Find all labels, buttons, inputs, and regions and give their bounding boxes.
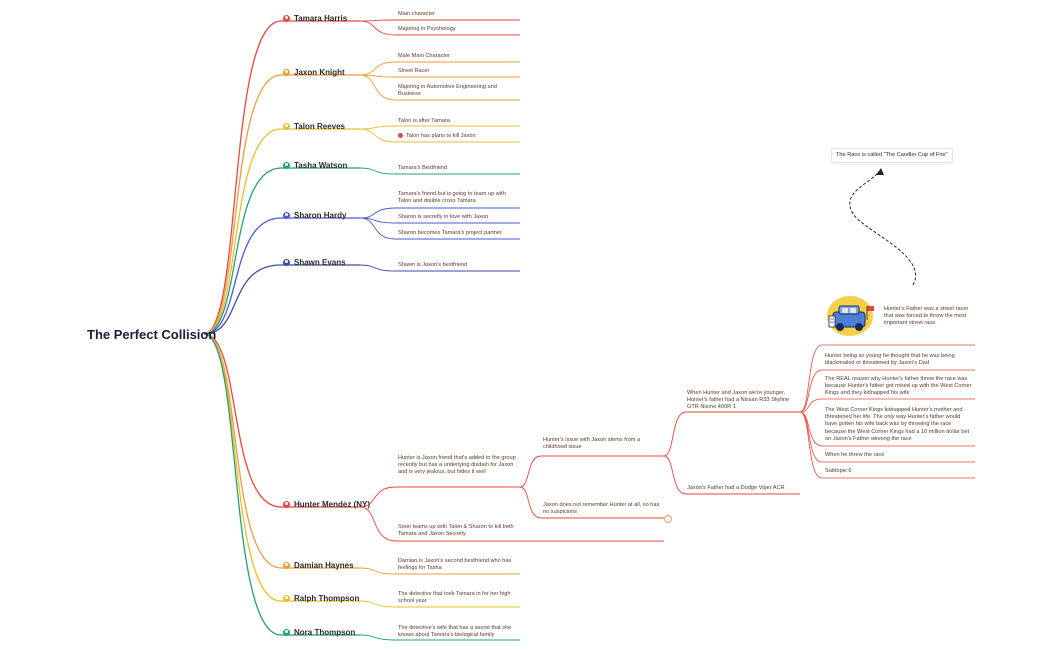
callout-text: The Race is called "The Candler Cup of F… <box>836 152 948 158</box>
subtopic-label: Talon has plans to kill Jaxon <box>406 133 476 139</box>
topic-label: Jaxon Knight <box>294 68 345 77</box>
topic-label: Talon Reeves <box>294 122 345 131</box>
subtopic[interactable]: Talon is after Tamara <box>398 118 450 124</box>
subtopic[interactable]: The West Corner Kings kidnapped Hunter's… <box>825 407 970 442</box>
person-icon <box>283 162 290 169</box>
subtopic[interactable]: Main character <box>398 11 435 17</box>
topic-label: Hunter Mendez (NY) <box>294 500 370 509</box>
topic-label: Nora Thompson <box>294 628 356 637</box>
person-icon <box>283 15 290 22</box>
warning-icon <box>398 133 403 139</box>
subtopic[interactable]: Male Main Character <box>398 53 450 59</box>
topic-label: Tamara Harris <box>294 14 348 23</box>
topic-sharon-hardy[interactable]: Sharon Hardy <box>283 211 346 220</box>
person-icon <box>283 123 290 130</box>
person-icon <box>283 501 290 508</box>
subtopic[interactable]: Sharon is secretly in love with Jaxon <box>398 214 489 220</box>
subtopic[interactable]: Jaxon's Father had a Dodge Viper ACR <box>687 485 785 491</box>
subtopic[interactable]: Hunter is Jaxon friend that's added to t… <box>398 455 516 476</box>
topic-label: Tasha Watson <box>294 161 348 170</box>
subtopic[interactable]: Talon has plans to kill Jaxon <box>398 133 518 140</box>
subtopic[interactable]: Hunter being so young he thought that he… <box>825 353 955 367</box>
topic-label: Ralph Thompson <box>294 594 360 603</box>
topic-ralph-thompson[interactable]: Ralph Thompson <box>283 594 359 603</box>
person-icon <box>283 562 290 569</box>
topic-label: Sharon Hardy <box>294 211 347 220</box>
subtopic[interactable]: Hunter's issue with Jaxon stems from a c… <box>543 437 641 451</box>
floating-topic[interactable]: Hunter's Father was a street racer that … <box>884 306 969 327</box>
topic-label: Damian Haynes <box>294 561 354 570</box>
person-icon <box>283 212 290 219</box>
person-icon <box>283 259 290 266</box>
subtopic[interactable]: The detective that took Tamara in for he… <box>398 591 511 605</box>
subtopic[interactable]: The REAL reason why Hunter's father thre… <box>825 376 972 397</box>
person-icon <box>283 595 290 602</box>
topic-tasha-watson[interactable]: Tasha Watson <box>283 161 347 170</box>
topic-tamara-harris[interactable]: Tamara Harris <box>283 14 347 23</box>
topic-nora-thompson[interactable]: Nora Thompson <box>283 628 355 637</box>
subtopic[interactable]: Tamara's Bestfriend <box>398 165 448 171</box>
subtopic[interactable]: Majoring in Psychology <box>398 26 456 32</box>
callout-note[interactable]: The Race is called "The Candler Cup of F… <box>831 148 953 164</box>
subtopic[interactable]: Sharon becomes Tamara's project partner <box>398 230 502 236</box>
topic-hunter-mendez[interactable]: Hunter Mendez (NY) <box>283 500 370 509</box>
collapse-toggle[interactable] <box>664 515 672 523</box>
subtopic[interactable]: Street Racer <box>398 68 430 74</box>
topic-talon-reeves[interactable]: Talon Reeves <box>283 122 345 131</box>
person-icon <box>283 629 290 636</box>
topic-jaxon-knight[interactable]: Jaxon Knight <box>283 68 345 77</box>
central-topic[interactable]: The Perfect Collision <box>87 327 217 342</box>
subtopic[interactable]: Jaxon does not remember Hunter at all, s… <box>543 502 660 516</box>
topic-label: Shawn Evans <box>294 258 346 267</box>
subtopic[interactable]: Soon teams up with Talon & Sharon to kil… <box>398 524 514 538</box>
topic-shawn-evans[interactable]: Shawn Evans <box>283 258 346 267</box>
subtopic[interactable]: Damian is Jaxon's second bestfriend who … <box>398 558 512 572</box>
subtopic[interactable]: Shawn is Jaxon's bestfriend <box>398 262 468 268</box>
subtopic[interactable]: Tamara's friend but is going to team up … <box>398 191 506 205</box>
subtopic[interactable]: Majoring in Automotive Engineering and B… <box>398 84 497 98</box>
race-car-icon <box>827 296 874 336</box>
subtopic[interactable]: The detective's wife that has a secret t… <box>398 625 512 639</box>
subtopic[interactable]: When he threw the race <box>825 452 885 458</box>
subtopic[interactable]: Subtopic 6 <box>825 468 852 474</box>
topic-damian-haynes[interactable]: Damian Haynes <box>283 561 354 570</box>
subtopic[interactable]: When Hunter and Jaxon we're younger, Hun… <box>687 390 790 411</box>
person-icon <box>283 69 290 76</box>
